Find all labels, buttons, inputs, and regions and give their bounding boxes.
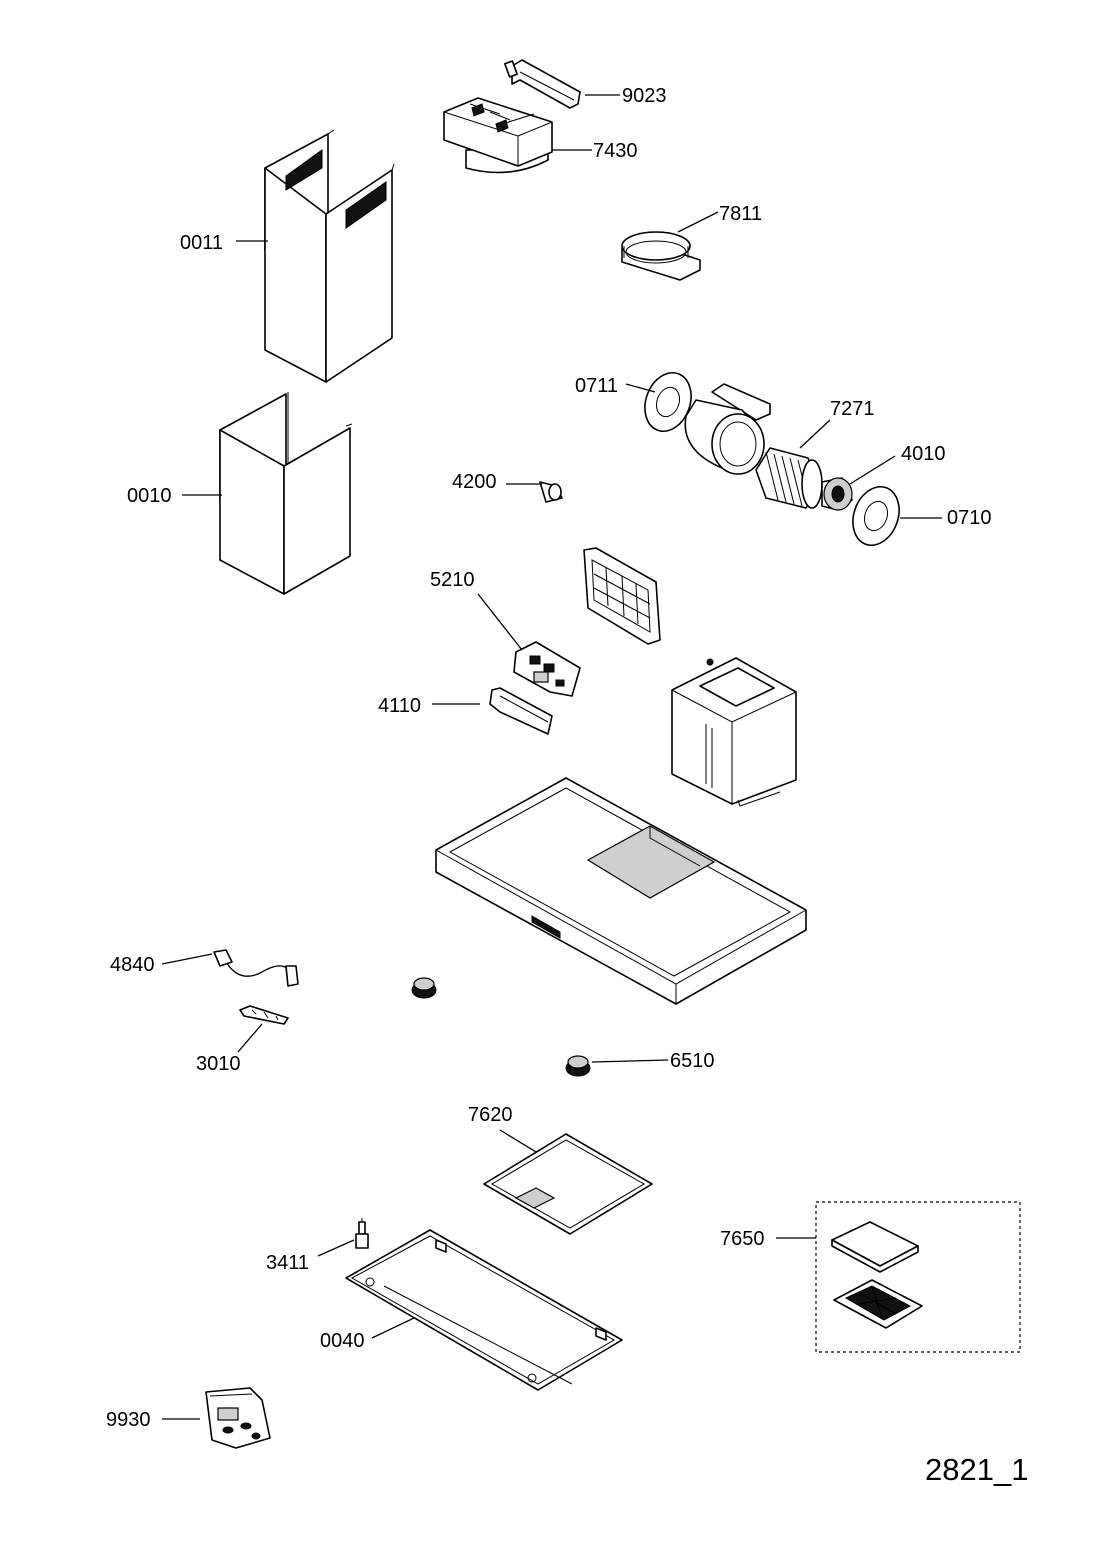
part-4200-capacitor [539, 481, 563, 503]
part-knob-left [411, 977, 437, 999]
part-7271-blower-wheel [755, 447, 823, 509]
part-4840-wire-harness [213, 949, 299, 987]
part-7620-grease-filter [483, 1133, 653, 1235]
part-0010-lower-chimney [219, 392, 353, 595]
part-7430-damper-housing [443, 97, 553, 174]
label-4110: 4110 [378, 695, 421, 717]
label-0011: 0011 [180, 232, 223, 254]
leader-3010 [237, 1023, 263, 1053]
leader-0711 [625, 383, 656, 393]
label-9930: 9930 [106, 1409, 151, 1431]
label-4200: 4200 [452, 471, 497, 493]
label-0711: 0711 [575, 375, 618, 397]
label-7620: 7620 [468, 1104, 513, 1126]
leader-6510 [591, 1059, 669, 1063]
label-4840: 4840 [110, 954, 155, 976]
label-0010: 0010 [127, 485, 172, 507]
part-0711-inlet-ring [644, 372, 692, 432]
leader-7271 [799, 419, 831, 449]
label-7811: 7811 [719, 203, 762, 225]
part-7650-charcoal-filter-kit [815, 1201, 1021, 1353]
label-5210: 5210 [430, 569, 475, 591]
leader-7620 [499, 1129, 537, 1153]
drawing-number: 2821_1 [925, 1452, 1028, 1487]
label-0710: 0710 [947, 507, 992, 529]
label-3010: 3010 [196, 1053, 241, 1075]
part-3411-lamp [355, 1218, 369, 1249]
part-9930-hardware-bag [205, 1387, 271, 1449]
leader-4010 [849, 455, 896, 485]
label-4010: 4010 [901, 443, 946, 465]
part-5210-control-board [513, 641, 581, 697]
part-4110-light-housing [489, 687, 553, 735]
label-7271: 7271 [830, 398, 875, 420]
part-3010-switch [239, 1005, 289, 1025]
label-0040: 0040 [320, 1330, 365, 1352]
label-6510: 6510 [670, 1050, 715, 1072]
leader-5210 [477, 593, 523, 651]
label-7430: 7430 [593, 140, 638, 162]
label-3411: 3411 [266, 1252, 309, 1274]
leader-7811 [677, 211, 719, 233]
part-7811-collar [621, 231, 701, 281]
kit-boundary-box [815, 1201, 1021, 1353]
leader-4840 [161, 953, 213, 965]
leader-3411 [317, 1239, 355, 1257]
part-filter-frame [583, 547, 661, 645]
part-0710-outlet-ring [852, 486, 900, 546]
part-0011-upper-chimney [264, 129, 395, 383]
part-0040-glass-panel [345, 1229, 623, 1391]
leader-0040 [371, 1317, 415, 1339]
part-9023-bracket [504, 59, 581, 109]
part-6510-knob [565, 1055, 591, 1077]
label-7650: 7650 [720, 1228, 765, 1250]
part-hood-body [435, 777, 807, 1005]
part-motor-mount-box [671, 657, 797, 807]
part-4010-motor [821, 477, 853, 511]
label-9023: 9023 [622, 85, 667, 107]
part-7271-blower-housing [684, 383, 771, 475]
